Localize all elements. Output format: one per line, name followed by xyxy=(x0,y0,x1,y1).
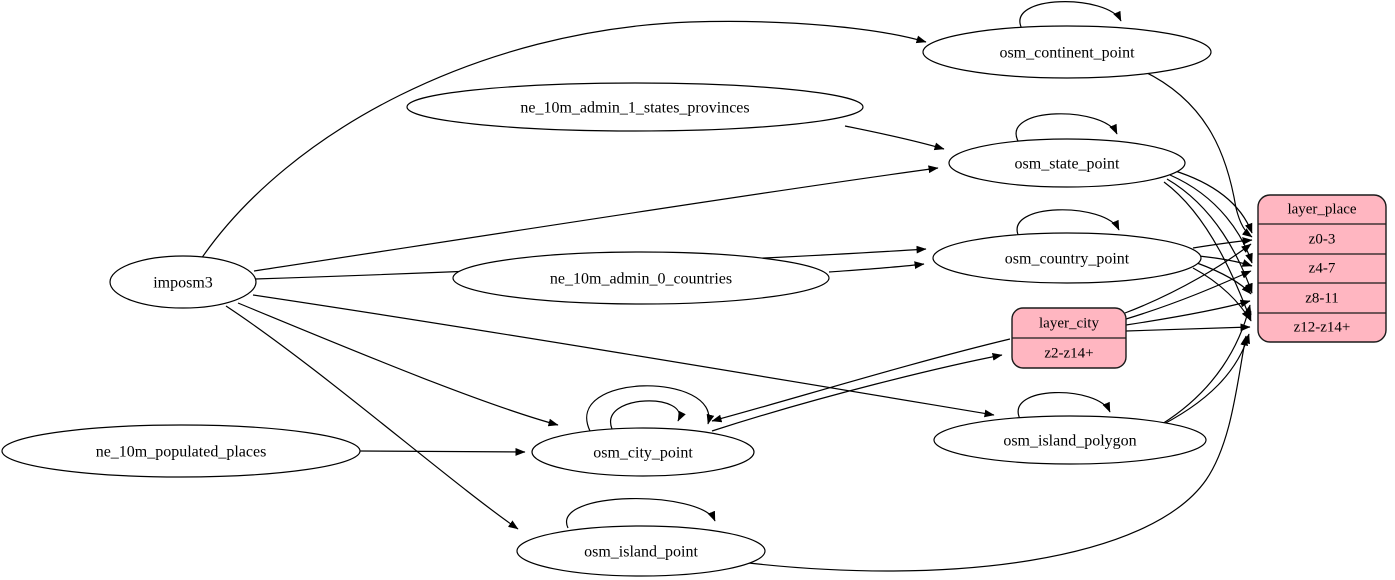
layer-city-title: layer_city xyxy=(1039,315,1099,331)
edge-ne1-state xyxy=(844,125,945,151)
country-shape xyxy=(932,232,1202,284)
node-ne-10m-admin-1-states-provinces: ne_10m_admin_1_states_provinces xyxy=(406,82,864,132)
imposm3-label: imposm3 xyxy=(153,275,213,292)
continent-shape xyxy=(922,25,1212,79)
node-osm-state-point: osm_state_point xyxy=(948,138,1186,188)
imposm3-shape xyxy=(109,255,257,309)
layer-place-box xyxy=(1257,194,1387,343)
selfloop-city-outer xyxy=(586,385,715,432)
ne0-label: ne_10m_admin_0_countries xyxy=(550,271,732,288)
edge-continent-z0-3 xyxy=(1140,69,1253,238)
edge-imposm3-state xyxy=(253,165,939,272)
edge-imposm3-city xyxy=(237,302,559,427)
continent-label: osm_continent_point xyxy=(999,45,1135,62)
nepop-shape xyxy=(1,424,361,478)
ne1-label: ne_10m_admin_1_states_provinces xyxy=(520,100,749,117)
layer-city-row-z2-z14: z2-z14+ xyxy=(1044,345,1093,361)
state-shape xyxy=(948,138,1186,188)
edge-state-z4-7 xyxy=(1169,174,1253,264)
selfloop-country xyxy=(1016,209,1120,238)
islandpolygon-shape xyxy=(933,415,1207,465)
layer-place-row-z0-3: z0-3 xyxy=(1309,231,1336,247)
edge-layercity-z4-7 xyxy=(1125,270,1252,320)
selfloop-city-inner xyxy=(609,400,686,430)
edge-city-layercity xyxy=(711,352,1003,432)
edge-islandpoint-z12-z14 xyxy=(739,335,1249,572)
node-osm-city-point: osm_city_point xyxy=(531,427,755,477)
edge-country-z8-11 xyxy=(1196,262,1252,295)
islandpoint-shape xyxy=(516,525,766,577)
layer-place-row-z4-7: z4-7 xyxy=(1309,260,1336,276)
edge-imposm3-island-point xyxy=(225,305,519,530)
ne0-shape xyxy=(452,251,830,305)
layer-place-title: layer_place xyxy=(1287,201,1356,217)
edge-layercity-z0-3 xyxy=(1124,243,1252,314)
edges xyxy=(200,1,1253,572)
edge-imposm3-island-polygon xyxy=(252,294,995,418)
node-osm-island-point: osm_island_point xyxy=(516,525,766,577)
edge-imposm3-continent xyxy=(200,20,927,260)
record-layer-city: layer_city z2-z14+ xyxy=(1011,307,1127,369)
selfloop-continent xyxy=(1019,1,1122,30)
ne1-shape xyxy=(406,82,864,132)
node-osm-island-polygon: osm_island_polygon xyxy=(933,415,1207,465)
edge-country-z4-7 xyxy=(1198,255,1253,267)
selfloop-island-point xyxy=(565,498,716,529)
node-osm-continent-point: osm_continent_point xyxy=(922,25,1212,79)
country-label: osm_country_point xyxy=(1005,251,1130,268)
node-ne-10m-admin-0-countries: ne_10m_admin_0_countries xyxy=(452,251,830,305)
islandpolygon-label: osm_island_polygon xyxy=(1003,433,1136,450)
layer-place-row-z8-11: z8-11 xyxy=(1305,290,1339,306)
islandpoint-label: osm_island_point xyxy=(584,544,698,561)
edge-islandpolygon-z8-11 xyxy=(1161,304,1252,425)
node-ne-10m-populated-places: ne_10m_populated_places xyxy=(1,424,361,478)
city-label: osm_city_point xyxy=(593,445,693,462)
edge-country-z0-3 xyxy=(1192,237,1253,249)
layer-place-row-z12-z14: z12-z14+ xyxy=(1294,319,1351,335)
edge-nepop-city xyxy=(359,448,526,456)
selfloop-island-polygon xyxy=(1017,391,1111,420)
city-shape xyxy=(531,427,755,477)
selfloop-state xyxy=(1015,113,1118,142)
edge-layercity-z8-11 xyxy=(1125,299,1251,326)
node-osm-country-point: osm_country_point xyxy=(932,232,1202,284)
edge-state-z8-11 xyxy=(1166,178,1253,294)
record-layer-place: layer_place z0-3 z4-7 z8-11 z12-z14+ xyxy=(1257,194,1387,343)
edge-layercity-city xyxy=(711,338,1011,423)
edge-layercity-z12-z14 xyxy=(1125,323,1251,332)
edge-islandpolygon-z12-z14 xyxy=(1151,333,1250,431)
edge-ne0-country xyxy=(828,261,925,273)
nepop-label: ne_10m_populated_places xyxy=(96,444,267,461)
edge-state-z0-3 xyxy=(1171,169,1253,234)
state-label: osm_state_point xyxy=(1015,156,1120,173)
node-imposm3: imposm3 xyxy=(109,255,257,309)
